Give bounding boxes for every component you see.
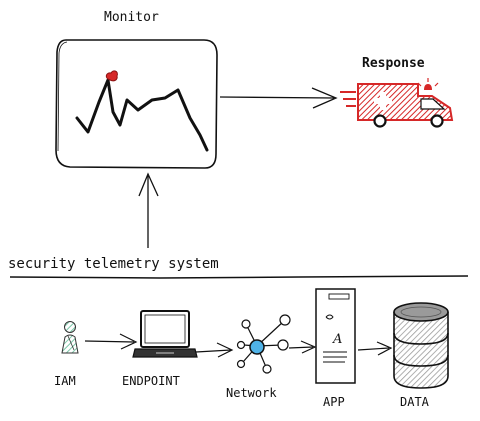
network-hub-icon	[236, 314, 291, 374]
iam-to-endpoint-arrow	[84, 333, 138, 350]
endpoint-to-network-arrow	[195, 342, 234, 358]
telemetry-divider	[9, 275, 469, 279]
telemetry-label: security telemetry system	[8, 256, 219, 272]
app-glyph: A	[332, 332, 342, 347]
monitor-screen-icon	[55, 39, 218, 169]
iam-label: IAM	[54, 374, 76, 388]
laptop-icon	[132, 310, 198, 358]
monitor-to-response-arrow	[219, 87, 338, 109]
app-label: APP	[323, 395, 345, 409]
network-label: Network	[226, 386, 277, 400]
endpoint-label: ENDPOINT	[122, 374, 180, 388]
response-label: Response	[362, 56, 425, 71]
data-label: DATA	[400, 395, 429, 409]
app-server-icon: A	[315, 288, 356, 384]
app-to-data-arrow	[357, 341, 393, 356]
telemetry-to-monitor-arrow	[138, 172, 159, 248]
network-to-app-arrow	[288, 340, 317, 354]
ambulance-icon	[340, 78, 454, 128]
user-icon	[61, 321, 79, 354]
monitor-label: Monitor	[104, 10, 159, 25]
database-icon	[393, 302, 449, 389]
